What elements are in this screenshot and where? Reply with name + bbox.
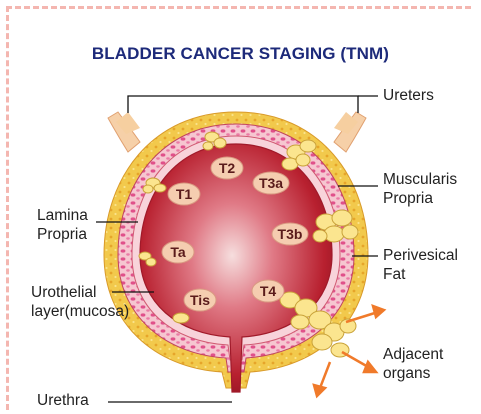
ureters-leader [128, 96, 358, 113]
diagram-title: BLADDER CANCER STAGING (TNM) [0, 44, 481, 64]
stage-label-t4: T4 [260, 283, 276, 299]
stage-label-t2: T2 [219, 160, 235, 176]
stage-label-t1: T1 [176, 186, 192, 202]
stage-label-t3a: T3a [259, 175, 283, 191]
tumor-tis [173, 313, 189, 323]
stage-label-t3b: T3b [278, 226, 303, 242]
stage-label-ta: Ta [170, 244, 185, 260]
label-ureters: Ureters [383, 86, 434, 105]
label-urethra: Urethra [37, 391, 89, 410]
stage-label-tis: Tis [190, 292, 210, 308]
